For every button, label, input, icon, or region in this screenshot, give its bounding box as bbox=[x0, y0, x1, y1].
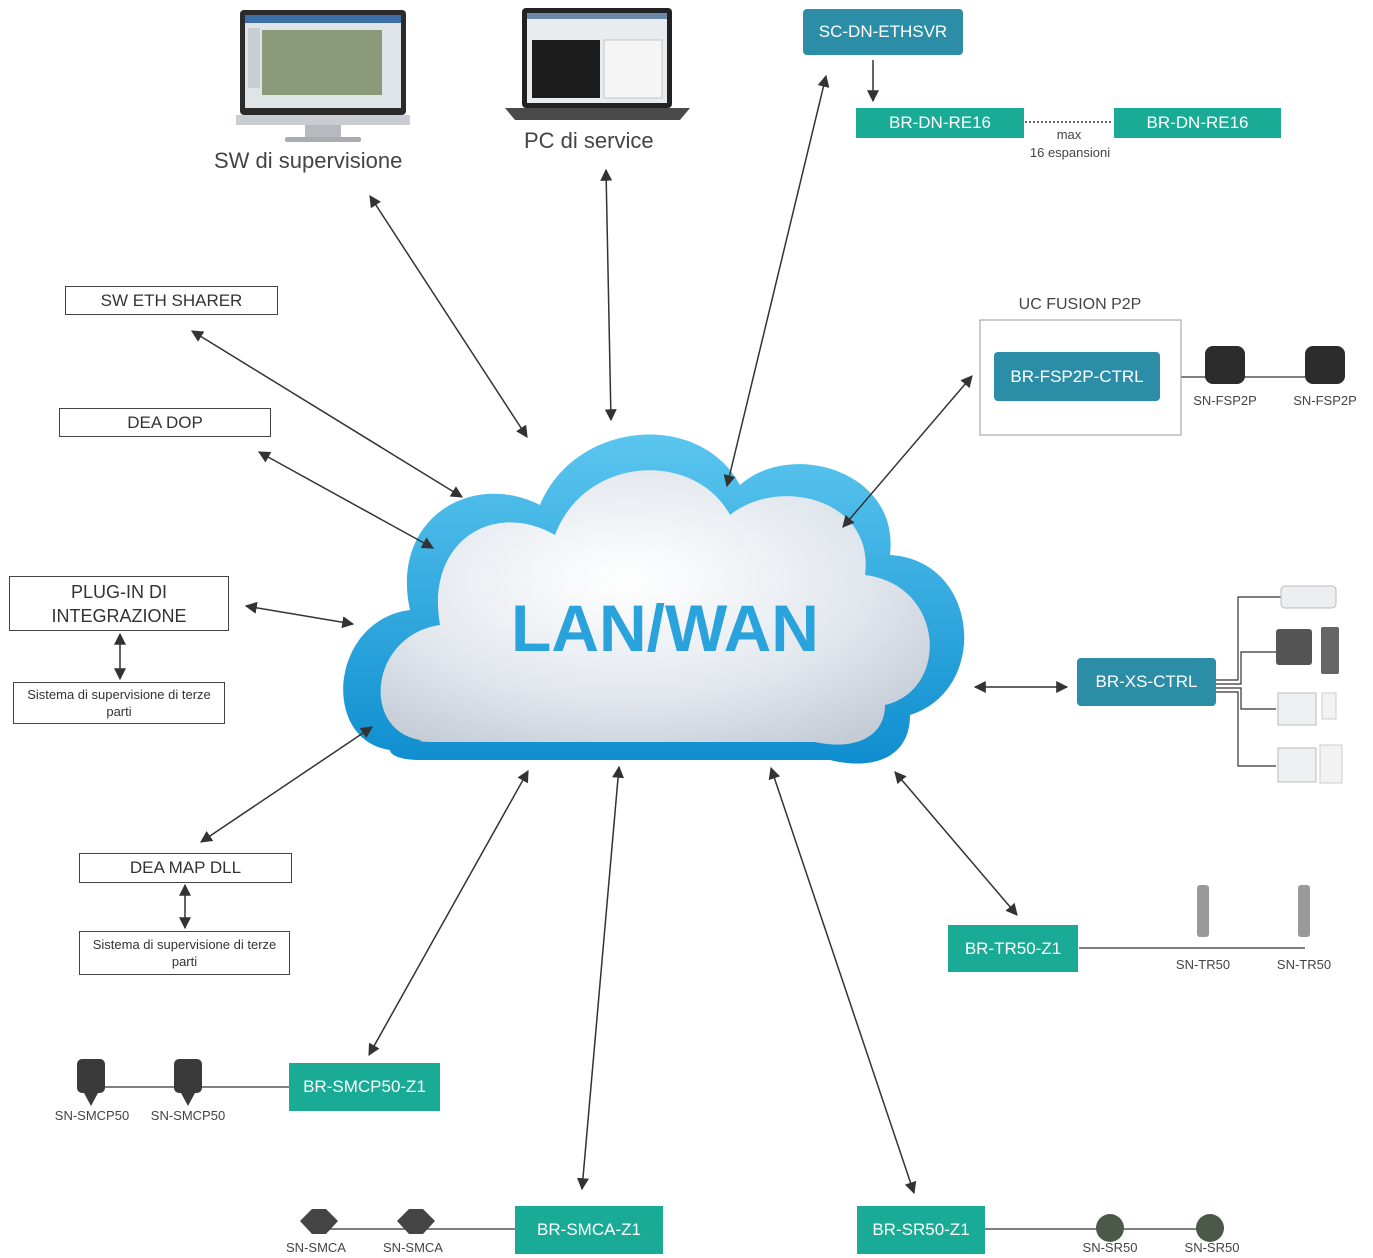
sr50-label-a: SN-SR50 bbox=[1082, 1240, 1138, 1255]
sr50-sensor-icons bbox=[1096, 1214, 1224, 1242]
fusion-title: UC FUSION P2P bbox=[1018, 296, 1142, 313]
arrow-sr50 bbox=[768, 766, 917, 1195]
smca-ctrl-box: BR-SMCA-Z1 bbox=[515, 1206, 663, 1254]
arrow-fusion bbox=[842, 375, 973, 528]
cloud-shape bbox=[343, 434, 965, 764]
fsp2p-label-b: SN-FSP2P bbox=[1293, 393, 1357, 408]
expansions-label: 16 espansioni bbox=[1029, 145, 1111, 160]
supervision-label: SW di supervisione bbox=[214, 148, 403, 173]
smcp50-ctrl-box: BR-SMCP50-Z1 bbox=[289, 1063, 440, 1111]
smcp50-label-a: SN-SMCP50 bbox=[54, 1108, 130, 1123]
sr50-label-b: SN-SR50 bbox=[1184, 1240, 1240, 1255]
arrow-smcp50 bbox=[368, 769, 529, 1057]
arrow-ethsvr bbox=[723, 74, 830, 488]
arrow-service bbox=[600, 168, 617, 422]
eth-sharer-box: SW ETH SHARER bbox=[65, 286, 278, 315]
fsp2p-ctrl-box: BR-FSP2P-CTRL bbox=[994, 352, 1160, 401]
tr50-label-b: SN-TR50 bbox=[1276, 957, 1332, 972]
ethsvr-box: SC-DN-ETHSVR bbox=[803, 9, 963, 55]
smca-label-b: SN-SMCA bbox=[383, 1240, 443, 1255]
max-label: max bbox=[1056, 127, 1082, 142]
arrow-plugin bbox=[244, 601, 355, 629]
tr50-sensor-icons bbox=[1197, 885, 1310, 937]
laptop-icon bbox=[505, 8, 690, 120]
fsp2p-device-icon bbox=[1205, 346, 1345, 384]
xs-ctrl-box: BR-XS-CTRL bbox=[1077, 658, 1216, 706]
service-label: PC di service bbox=[524, 128, 654, 153]
arrow-smca bbox=[576, 765, 625, 1191]
cloud-label: LAN/WAN bbox=[511, 591, 819, 665]
smca-label-a: SN-SMCA bbox=[286, 1240, 346, 1255]
arrow-dea-map bbox=[200, 726, 373, 843]
arrow-supervision bbox=[369, 194, 528, 439]
sr50-ctrl-box: BR-SR50-Z1 bbox=[857, 1206, 985, 1254]
dea-map-box: DEA MAP DLL bbox=[79, 853, 292, 883]
plugin-box: PLUG-IN DI INTEGRAZIONE bbox=[9, 576, 229, 631]
xs-device-icons bbox=[1276, 585, 1343, 784]
re16-box-b: BR-DN-RE16 bbox=[1114, 108, 1281, 138]
arrow-dea-dop bbox=[257, 451, 435, 549]
fsp2p-label-a: SN-FSP2P bbox=[1193, 393, 1257, 408]
arrow-tr50 bbox=[894, 771, 1018, 916]
third-party-box-a: Sistema di supervisione di terze parti bbox=[13, 682, 225, 724]
smca-sensor-icons bbox=[300, 1209, 435, 1234]
dea-dop-box: DEA DOP bbox=[59, 408, 271, 437]
tr50-label-a: SN-TR50 bbox=[1175, 957, 1231, 972]
tr50-ctrl-box: BR-TR50-Z1 bbox=[948, 925, 1078, 972]
re16-box-a: BR-DN-RE16 bbox=[856, 108, 1024, 138]
smcp50-sensor-icons bbox=[77, 1059, 202, 1106]
third-party-box-b: Sistema di supervisione di terze parti bbox=[79, 931, 290, 975]
monitor-icon bbox=[236, 10, 410, 142]
smcp50-label-b: SN-SMCP50 bbox=[150, 1108, 226, 1123]
